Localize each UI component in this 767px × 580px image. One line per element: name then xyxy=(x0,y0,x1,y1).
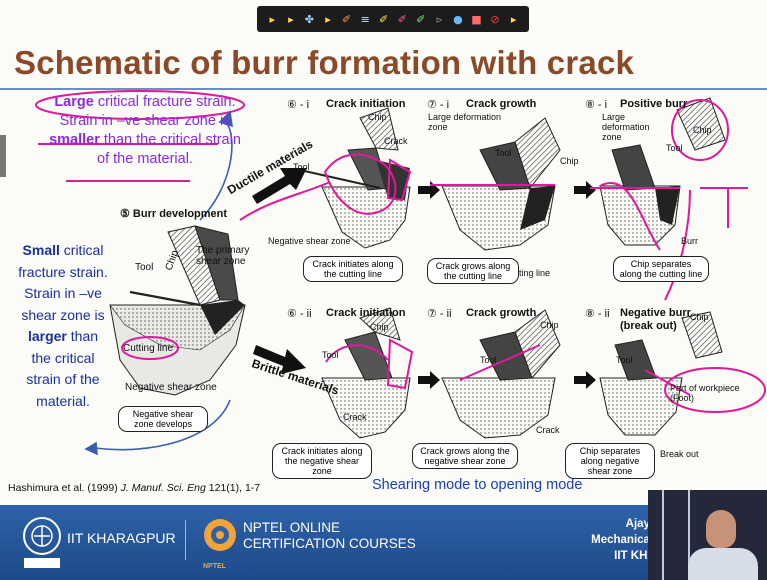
brittle-note: Small critical fracture strain. Strain i… xyxy=(18,240,108,412)
chip-label-7i: Chip xyxy=(560,156,579,166)
footer-divider xyxy=(185,520,186,560)
primary-shear-label: The primary shear zone xyxy=(196,245,276,267)
caption-7ii: Crack grows along the negative shear zon… xyxy=(412,443,518,469)
mode-subtitle: Shearing mode to opening mode xyxy=(372,477,582,493)
note-left-larger: larger xyxy=(28,328,67,344)
nptel-logo-icon xyxy=(200,513,240,569)
caption-7i: Crack grows along the cutting line xyxy=(427,258,519,284)
presenter-body xyxy=(688,548,758,580)
crack-label-6ii: Crack xyxy=(343,412,367,422)
tool-label-6i: Tool xyxy=(293,162,310,172)
nptel-tag: NPTEL xyxy=(203,563,226,570)
citation-authors: Hashimura et al. (1999) xyxy=(8,482,121,494)
chip-label-7ii: Chip xyxy=(540,320,559,330)
step-6ii-id: ⑥ - ii xyxy=(287,307,312,320)
note-top-large: Large xyxy=(54,94,94,110)
top-row-diagrams xyxy=(300,98,725,250)
caption-6i: Crack initiates along the cutting line xyxy=(303,256,403,282)
step-7i-title: Crack growth xyxy=(466,98,536,110)
note-top-l1: critical fracture strain. xyxy=(94,94,236,110)
note-left-small: Small xyxy=(23,242,60,258)
step-6i-id: ⑥ - i xyxy=(287,98,309,111)
caption-8i: Chip separates along the cutting line xyxy=(613,256,709,282)
tool-label-8ii: Tool xyxy=(616,355,633,365)
chip-label-6ii: Chip xyxy=(370,322,389,332)
burr-dev-label: ⑤ Burr development xyxy=(120,207,227,220)
large-def-label-7i: Large deformation zone xyxy=(428,112,510,132)
neg-shear-develops-pill: Negative shear zone develops xyxy=(118,406,208,432)
nptel-text: NPTEL ONLINE CERTIFICATION COURSES xyxy=(243,520,416,552)
chip-label-8ii: Chip xyxy=(690,312,709,322)
step-8i-id: ⑧ - i xyxy=(585,98,607,111)
tool-label-6ii: Tool xyxy=(322,350,339,360)
step-7ii-title: Crack growth xyxy=(466,307,536,319)
burr-label: Burr xyxy=(681,236,698,246)
nptel-line1: NPTEL ONLINE xyxy=(243,520,416,536)
step-6ii-title: Crack initiation xyxy=(326,307,405,319)
chip-label-8i: Chip xyxy=(693,125,712,135)
crack-label-7ii: Crack xyxy=(536,425,560,435)
ductile-note: Large critical fracture strain. Strain i… xyxy=(40,93,250,169)
note-left-p2: Strain in –ve shear zone is xyxy=(21,285,104,323)
tool-label-7i: Tool xyxy=(495,148,512,158)
citation: Hashimura et al. (1999) J. Manuf. Sci. E… xyxy=(8,482,260,494)
part-of-workpiece-label: Part of workpiece (Foot) xyxy=(670,383,766,403)
iit-logo-icon xyxy=(20,512,64,572)
cutting-line-label: Cutting line xyxy=(123,343,173,354)
step-7ii-id: ⑦ - ii xyxy=(427,307,452,320)
step-7i-id: ⑦ - i xyxy=(427,98,449,111)
neg-shear-label-6i: Negative shear zone xyxy=(268,236,351,246)
caption-8ii: Chip separates along negative shear zone xyxy=(565,443,655,479)
citation-journal: J. Manuf. Sci. Eng xyxy=(121,482,206,494)
burr-formation-figure xyxy=(0,0,767,505)
note-top-l3: than the critical strain xyxy=(100,132,241,148)
caption-6ii: Crack initiates along the negative shear… xyxy=(272,443,372,479)
step-6i-title: Crack initiation xyxy=(326,98,405,110)
nptel-line2: CERTIFICATION COURSES xyxy=(243,536,416,552)
presenter-head xyxy=(706,510,736,548)
chip-label-6i: Chip xyxy=(368,112,387,122)
step-8i-title: Positive burr xyxy=(620,98,687,110)
presenter-video xyxy=(648,490,767,580)
break-out-label: Break out xyxy=(660,449,699,459)
tool-label-8i: Tool xyxy=(666,143,683,153)
tool-label-7ii: Tool xyxy=(480,355,497,365)
footer-iit-label: IIT KHARAGPUR xyxy=(67,530,176,546)
tool-label: Tool xyxy=(135,262,153,273)
note-top-l2: Strain in –ve shear zone is xyxy=(40,112,250,131)
crack-label-6i: Crack xyxy=(384,136,408,146)
large-def-label-8i: Large deformation zone xyxy=(602,112,652,142)
step-8ii-id: ⑧ - ii xyxy=(585,307,610,320)
citation-volume: 121(1), 1-7 xyxy=(206,482,260,494)
negative-shear-label: Negative shear zone xyxy=(125,382,217,393)
note-top-l4: of the material. xyxy=(40,150,250,169)
note-top-smaller: smaller xyxy=(49,132,100,148)
video-bar xyxy=(662,490,664,580)
